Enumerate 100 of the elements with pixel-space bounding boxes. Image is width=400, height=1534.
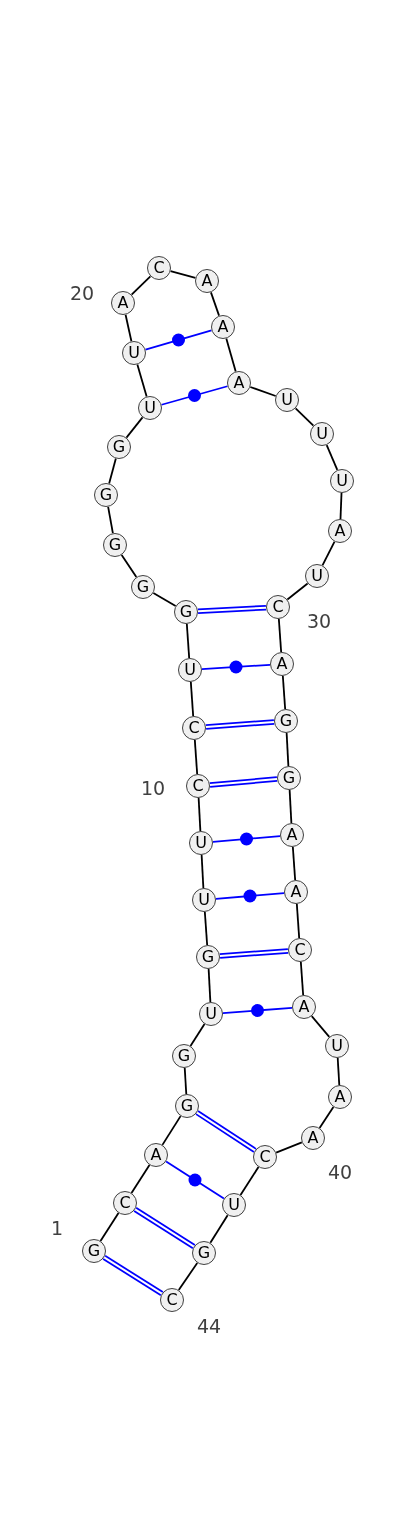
backbone-line: [210, 291, 220, 317]
nucleotide-letter: A: [233, 375, 245, 391]
nucleotide-letter: U: [128, 345, 140, 361]
nucleotide-circle: [186, 774, 210, 798]
nucleotide-circle: [305, 564, 329, 588]
nucleotide-letter: A: [117, 295, 129, 311]
nucleotide-letter: G: [112, 439, 126, 455]
nucleotide-circle: [310, 422, 334, 446]
nucleotide-letter: A: [307, 1130, 319, 1146]
nucleotide-circle: [178, 658, 202, 682]
nucleotide-letter: A: [217, 319, 229, 335]
backbone-line: [152, 592, 177, 607]
nucleotide-circle: [131, 575, 155, 599]
backbone-line: [318, 1106, 335, 1129]
backbone-line: [299, 961, 305, 996]
nucleotide-letter: G: [279, 713, 293, 729]
backbone-line: [295, 903, 301, 939]
base-pair-line: [222, 1007, 293, 1014]
backbone-line: [321, 540, 336, 567]
nucleotide-letter: C: [294, 942, 306, 958]
nucleotide-letter: A: [334, 523, 346, 539]
position-number: 1: [50, 1217, 64, 1239]
base-pair-line: [160, 385, 229, 406]
position-number: 30: [306, 610, 332, 632]
nucleotide-circle: [211, 315, 235, 339]
nucleotide-letter: C: [272, 599, 284, 615]
backbone-line: [209, 1214, 229, 1244]
nucleotide-circle: [138, 396, 162, 420]
nucleotide-letter: G: [201, 949, 215, 965]
nucleotide-letter: U: [205, 1006, 217, 1022]
backbone-line: [294, 407, 315, 427]
nucleotide-circle: [253, 1145, 277, 1169]
nucleotide-letter: C: [259, 1149, 271, 1165]
base-pair-line: [197, 604, 267, 615]
base-pair-line: [212, 835, 281, 843]
nucleotide-circle: [195, 269, 219, 293]
nucleotide-circle: [292, 995, 316, 1019]
nucleotide-letter: G: [177, 1048, 191, 1064]
nucleotide-circle: [189, 831, 213, 855]
position-number: 20: [69, 282, 95, 304]
backbone-line: [124, 313, 133, 343]
backbone-line: [130, 1164, 151, 1194]
backbone-line: [225, 337, 237, 373]
backbone-line: [169, 270, 197, 279]
nucleotide-circle: [192, 888, 216, 912]
nucleotide-letter: C: [166, 1292, 178, 1308]
backbone-line: [183, 1067, 188, 1095]
backbone-line: [130, 275, 152, 296]
nucleotide-circle: [113, 1191, 137, 1215]
backbone-line: [197, 797, 202, 832]
base-pair-line: [205, 719, 275, 730]
backbone-line: [107, 505, 114, 535]
nucleotide-circle: [103, 533, 127, 557]
nucleotide-circle: [160, 1288, 184, 1312]
nucleotide-circle: [111, 291, 135, 315]
nucleotide-letter: G: [179, 604, 193, 620]
nucleotide-letter: U: [281, 392, 293, 408]
position-number: 44: [196, 1315, 222, 1337]
nucleotide-letter: U: [228, 1197, 240, 1213]
nucleotide-letter: G: [180, 1098, 194, 1114]
nucleotide-letter: A: [298, 999, 310, 1015]
backbone-line: [249, 386, 277, 397]
nucleotide-circle: [144, 1143, 168, 1167]
nucleotide-letter: U: [311, 568, 323, 584]
nucleotide-circle: [328, 519, 352, 543]
backbone-line: [193, 739, 199, 775]
base-pair-line: [144, 329, 213, 351]
nucleotide-circle: [280, 823, 304, 847]
backbone-line: [325, 444, 339, 471]
backbone-line: [310, 1015, 331, 1038]
nucleotide-letter: C: [119, 1195, 131, 1211]
nucleotide-letter: U: [195, 835, 207, 851]
backbone-line: [200, 854, 205, 889]
backbone-line: [339, 492, 343, 520]
nucleotide-letter: C: [188, 720, 200, 736]
backbone-line: [291, 846, 297, 881]
backbone-line: [99, 1212, 120, 1242]
nucleotide-circle: [192, 1241, 216, 1265]
backbone-line: [120, 554, 138, 578]
base-pair-line: [219, 948, 289, 959]
backbone-line: [288, 789, 293, 824]
nucleotide-circle: [107, 435, 131, 459]
nucleotide-letter: G: [197, 1245, 211, 1261]
nucleotide-circle: [199, 1002, 223, 1026]
nucleotide-letter: A: [286, 827, 298, 843]
backbone-line: [281, 675, 287, 710]
backbone-line: [108, 457, 117, 485]
backbone-line: [136, 363, 148, 398]
backbone-line: [285, 732, 290, 767]
base-pair-line: [215, 892, 285, 900]
backbone-line: [277, 618, 283, 653]
nucleotide-circle: [301, 1126, 325, 1150]
nucleotide-circle: [266, 595, 290, 619]
nucleotide-letter: A: [201, 273, 213, 289]
nucleotide-letter: U: [198, 892, 210, 908]
nucleotide-circle: [274, 709, 298, 733]
nucleotide-letter: C: [192, 778, 204, 794]
backbone-line: [275, 1141, 303, 1154]
nucleotide-circle: [122, 341, 146, 365]
nucleotide-circle: [284, 880, 308, 904]
